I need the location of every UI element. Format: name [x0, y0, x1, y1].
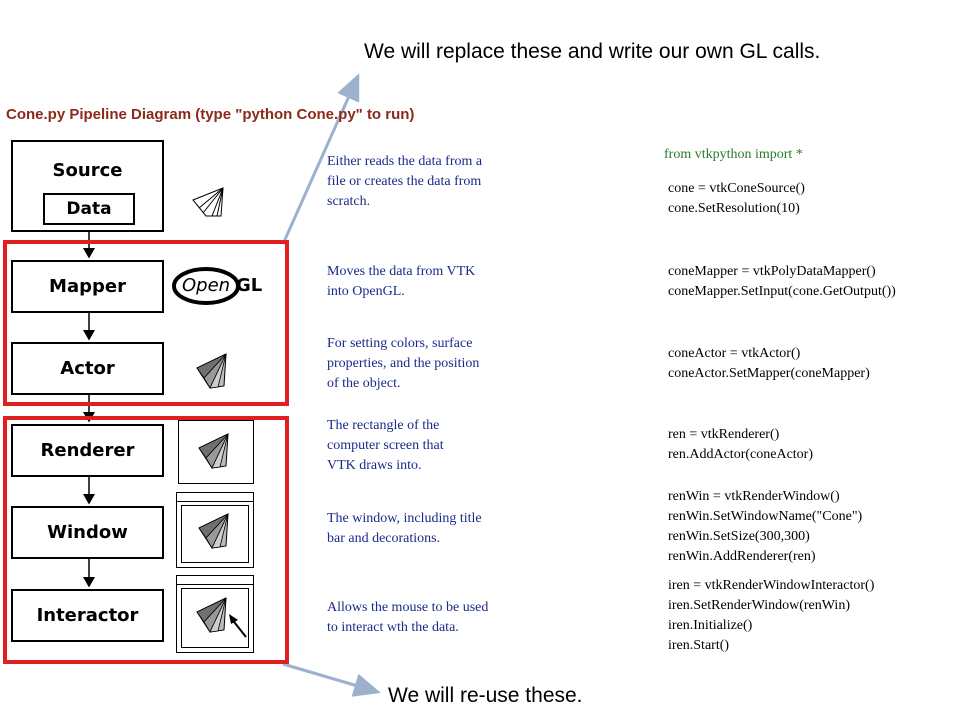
- mouse-pointer-icon: [229, 614, 247, 638]
- diagram-title: Cone.py Pipeline Diagram (type "python C…: [6, 106, 415, 123]
- actor-label: Actor: [60, 358, 115, 379]
- window-description: The window, including title bar and deco…: [327, 509, 547, 549]
- code-line: renWin = vtkRenderWindow(): [668, 489, 840, 504]
- reuse-highlight-box: [3, 416, 289, 664]
- code-line: ren.AddActor(coneActor): [668, 447, 813, 462]
- mapper-label: Mapper: [49, 276, 126, 297]
- opengl-swoosh-icon: [172, 267, 240, 305]
- description-line: computer screen that: [327, 438, 444, 453]
- cone-wireframe-icon: [192, 187, 224, 217]
- cone-shaded-icon: [198, 433, 229, 469]
- description-line: Allows the mouse to be used: [327, 600, 489, 615]
- code-line: coneMapper = vtkPolyDataMapper(): [668, 264, 876, 279]
- actor-description: For setting colors, surface properties, …: [327, 334, 547, 394]
- arrow-to-bottom-note: [282, 662, 381, 697]
- description-line: Moves the data from VTK: [327, 264, 476, 279]
- code-line: iren = vtkRenderWindowInteractor(): [668, 578, 875, 593]
- window-preview: [176, 492, 254, 568]
- import-code: from vtkpython import *: [664, 145, 954, 165]
- bottom-note: We will re-use these.: [388, 684, 583, 707]
- code-line: coneActor.SetMapper(coneMapper): [668, 366, 870, 381]
- description-line: VTK draws into.: [327, 458, 422, 473]
- opengl-open-text: Open: [182, 275, 231, 296]
- description-line: Either reads the data from a: [327, 154, 483, 169]
- window-title-bar: [177, 493, 253, 502]
- mapper-code: coneMapper = vtkPolyDataMapper() coneMap…: [668, 262, 958, 302]
- interactor-description: Allows the mouse to be used to interact …: [327, 598, 547, 638]
- window-label: Window: [47, 522, 128, 543]
- interactor-client-area: [181, 588, 249, 648]
- code-line: iren.SetRenderWindow(renWin): [668, 598, 850, 613]
- code-line: ren = vtkRenderer(): [668, 427, 780, 442]
- description-line: For setting colors, surface: [327, 336, 473, 351]
- mapper-stage: Mapper: [11, 260, 164, 313]
- window-stage: Window: [11, 506, 164, 559]
- description-line: bar and decorations.: [327, 531, 441, 546]
- data-label: Data: [66, 199, 112, 219]
- actor-code: coneActor = vtkActor() coneActor.SetMapp…: [668, 344, 958, 384]
- source-label: Source: [52, 160, 123, 181]
- code-line: cone.SetResolution(10): [668, 201, 800, 216]
- code-line: from vtkpython import *: [664, 147, 803, 162]
- renderer-code: ren = vtkRenderer() ren.AddActor(coneAct…: [668, 425, 958, 465]
- replace-highlight-box: [3, 240, 289, 406]
- interactor-stage: Interactor: [11, 589, 164, 642]
- description-line: file or creates the data from: [327, 174, 482, 189]
- window-client-area: [181, 505, 249, 563]
- code-line: coneMapper.SetInput(cone.GetOutput()): [668, 284, 896, 299]
- code-line: cone = vtkConeSource(): [668, 181, 805, 196]
- cone-shaded-icon: [198, 513, 229, 549]
- description-line: of the object.: [327, 376, 401, 391]
- description-line: to interact wth the data.: [327, 620, 459, 635]
- code-line: renWin.AddRenderer(ren): [668, 549, 816, 564]
- interactor-code: iren = vtkRenderWindowInteractor() iren.…: [668, 576, 958, 656]
- description-line: scratch.: [327, 194, 371, 209]
- description-line: properties, and the position: [327, 356, 480, 371]
- code-line: iren.Initialize(): [668, 618, 753, 633]
- description-line: The rectangle of the: [327, 418, 440, 433]
- interactor-title-bar: [177, 576, 253, 585]
- source-description: Either reads the data from a file or cre…: [327, 152, 547, 212]
- opengl-gl-text: GL: [236, 275, 263, 296]
- description-line: The window, including title: [327, 511, 482, 526]
- data-stage: Data: [43, 193, 135, 225]
- opengl-logo: Open GL: [172, 265, 264, 307]
- renderer-label: Renderer: [40, 440, 135, 461]
- cone-shaded-icon: [196, 597, 227, 633]
- arrow-to-top-note: [281, 73, 360, 245]
- cone-shaded-icon: [196, 353, 227, 389]
- description-line: into OpenGL.: [327, 284, 405, 299]
- code-line: iren.Start(): [668, 638, 730, 653]
- mapper-description: Moves the data from VTK into OpenGL.: [327, 262, 547, 302]
- code-line: coneActor = vtkActor(): [668, 346, 801, 361]
- code-line: renWin.SetSize(300,300): [668, 529, 810, 544]
- actor-stage: Actor: [11, 342, 164, 395]
- code-line: renWin.SetWindowName("Cone"): [668, 509, 863, 524]
- renderer-stage: Renderer: [11, 424, 164, 477]
- source-code: cone = vtkConeSource() cone.SetResolutio…: [668, 179, 958, 219]
- window-code: renWin = vtkRenderWindow() renWin.SetWin…: [668, 487, 958, 567]
- top-note: We will replace these and write our own …: [364, 40, 821, 63]
- interactor-label: Interactor: [36, 605, 139, 626]
- renderer-description: The rectangle of the computer screen tha…: [327, 416, 547, 476]
